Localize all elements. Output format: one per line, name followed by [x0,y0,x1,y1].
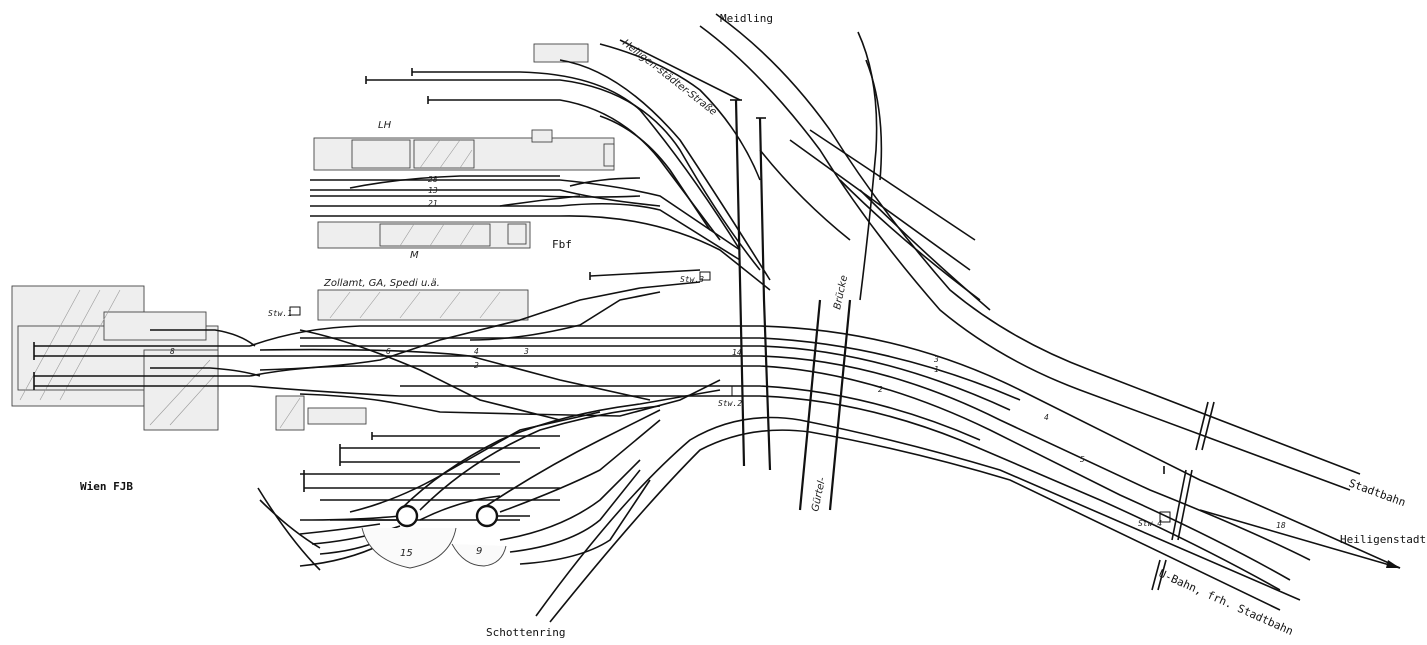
track-28-label: 28 [428,175,438,184]
stw4-box [1159,511,1171,523]
m-label: M [410,250,419,261]
station-building [11,285,219,431]
turntable-right-label: 9 [476,546,482,557]
ubahn-label: U-Bahn, frh. Stadtbahn [1157,567,1295,638]
heiligenstadt-label: Heiligenstadt [1340,533,1426,546]
bruecke-label: Brücke [832,274,850,310]
track-4-label: 4 [474,347,479,356]
stw3-label: Stw.3 [680,275,704,284]
fbf-label: Fbf [552,238,572,251]
track-5-label: 5 [1080,455,1085,464]
lower-yard [257,389,721,571]
bridge-structures [730,31,883,511]
turntable-left-label: 15 [400,548,413,559]
stw2-label: Stw.2 [718,399,742,408]
heiligenstadt-line [1199,509,1401,569]
zollamt-label: Zollamt, GA, Spedi u.ä. [323,278,440,289]
stadtbahn-lines [699,13,1361,491]
guertel-label: Gürtel- [810,476,828,513]
stw1-box [289,306,301,316]
track-1-label: 1 [934,365,939,374]
track-14-label: 14 [732,348,742,357]
heiligenstadt-bridge [1151,401,1215,591]
track-6-label: 6 [386,347,391,356]
meidling-label: Meidling [720,12,773,25]
stw4-label: Stw.4 [1138,519,1162,528]
stw1-label: Stw.1 [268,309,292,318]
buffer-stops [33,68,1165,492]
turntable-right [451,504,507,567]
track-18-label: 18 [1276,521,1286,530]
top-building [533,43,589,63]
track-13-label: 13 [428,186,438,195]
stadtbahn-label: Stadtbahn [1347,477,1407,510]
zollamt-building [317,289,529,321]
track-2b-label: 2 [878,385,883,394]
lh-building [313,129,615,171]
station-title: Wien FJB [80,480,133,493]
stw3-box [699,271,711,281]
track-8-label: 8 [170,347,175,356]
track-2-label: 2 [474,361,479,370]
central-tracks [249,269,1401,591]
m-building [317,221,531,249]
small-depot [275,395,367,431]
track-3-label: 3 [523,347,529,356]
turntable-left [361,504,457,569]
station-tracks [34,329,261,387]
schottenring-label: Schottenring [486,626,565,639]
upper-yard [310,39,771,291]
stw2-box [731,385,743,397]
track-3b-label: 3 [933,355,939,364]
track-4b-label: 4 [1044,413,1049,422]
schottenring-line [535,416,1301,623]
lh-label: LH [378,120,392,131]
track-21-label: 21 [428,199,438,208]
